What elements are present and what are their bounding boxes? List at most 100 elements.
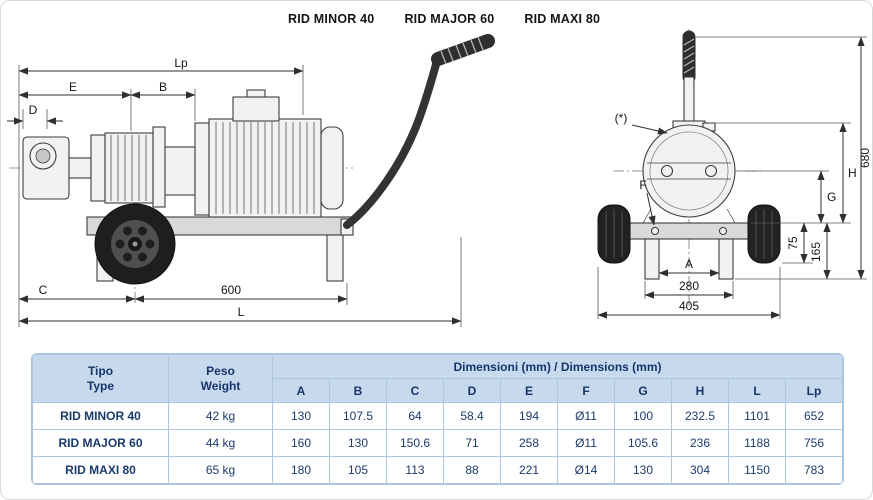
column-header-c: C (386, 378, 444, 403)
cell-weight: 44 kg (168, 429, 273, 457)
callout-f: F (639, 178, 656, 226)
column-header-l: L (728, 378, 786, 403)
cell-lp: 783 (785, 456, 843, 484)
column-header-type: Tipo Type (32, 354, 169, 403)
dim-label-g: G (827, 190, 836, 204)
title-rid-maxi-80: RID MAXI 80 (524, 12, 601, 26)
dim-c: C (18, 283, 136, 303)
dim-label-405: 405 (679, 299, 699, 313)
column-header-e: E (500, 378, 558, 403)
cell-b: 130 (329, 429, 387, 457)
dim-label-d: D (29, 103, 38, 117)
dim-b: B (130, 80, 196, 121)
title-rid-major-60: RID MAJOR 60 (404, 12, 495, 26)
cell-h: 232.5 (671, 402, 729, 430)
column-header-dimensions: Dimensioni (mm) / Dimensions (mm) (272, 354, 843, 379)
front-wheels (597, 204, 781, 264)
pump-technical-drawing: Lp E B D C (7, 29, 872, 327)
label-f: F (639, 178, 646, 192)
gearbox (90, 126, 196, 208)
cell-d: 58.4 (443, 402, 501, 430)
dim-label-c: C (39, 283, 48, 297)
dim-lp: Lp (18, 56, 304, 327)
dim-280: 280 (644, 279, 734, 299)
dim-165: 165 (809, 222, 831, 280)
cell-f: Ø11 (557, 429, 615, 457)
dim-75: 75 (786, 222, 808, 264)
front-handle (682, 30, 696, 124)
cell-b: 105 (329, 456, 387, 484)
cell-g: 100 (614, 402, 672, 430)
dim-600: 600 (134, 283, 348, 305)
dim-a: A (658, 257, 720, 277)
column-header-d: D (443, 378, 501, 403)
cell-c: 150.6 (386, 429, 444, 457)
cell-type: RID MINOR 40 (32, 402, 169, 430)
dim-label-75: 75 (786, 236, 800, 250)
pump-body-front (642, 120, 736, 224)
cell-e: 194 (500, 402, 558, 430)
cell-f: Ø11 (557, 402, 615, 430)
cell-l: 1188 (728, 429, 786, 457)
cell-e: 221 (500, 456, 558, 484)
dim-label-b: B (159, 80, 167, 94)
dim-label-l: L (238, 305, 245, 319)
motor (194, 89, 344, 218)
drawing-titles: RID MINOR 40 RID MAJOR 60 RID MAXI 80 (288, 12, 600, 26)
cell-lp: 652 (785, 402, 843, 430)
cell-l: 1150 (728, 456, 786, 484)
header-type: Type (86, 378, 115, 393)
header-peso: Peso (206, 363, 235, 378)
cell-h: 304 (671, 456, 729, 484)
handle-grip (431, 34, 495, 66)
dim-h: H (839, 122, 857, 224)
table-row-rid-major-60: RID MAJOR 60 44 kg 160 130 150.6 71 258 … (32, 429, 843, 457)
dim-label-lp: Lp (174, 56, 188, 70)
dim-label-h: H (848, 166, 857, 180)
column-header-f: F (557, 378, 615, 403)
dim-680: 680 (857, 36, 872, 280)
cell-d: 71 (443, 429, 501, 457)
dim-label-680: 680 (858, 148, 872, 168)
callout-star: (*) (615, 111, 668, 135)
dim-d: D (7, 103, 63, 129)
dim-label-a: A (685, 257, 693, 271)
column-header-h: H (671, 378, 729, 403)
dim-g: G (817, 170, 836, 224)
cell-lp: 756 (785, 429, 843, 457)
bolt-hole-f (650, 226, 660, 236)
handle (340, 34, 495, 236)
cell-a: 130 (272, 402, 330, 430)
table-row-rid-maxi-80: RID MAXI 80 65 kg 180 105 113 88 221 Ø14… (32, 456, 843, 484)
column-header-b: B (329, 378, 387, 403)
cell-d: 88 (443, 456, 501, 484)
column-header-weight: Peso Weight (168, 354, 273, 403)
cell-l: 1101 (728, 402, 786, 430)
cell-h: 236 (671, 429, 729, 457)
cell-c: 113 (386, 456, 444, 484)
dim-label-600: 600 (221, 283, 241, 297)
cell-weight: 42 kg (168, 402, 273, 430)
cell-b: 107.5 (329, 402, 387, 430)
header-weight: Weight (200, 378, 241, 393)
cell-c: 64 (386, 402, 444, 430)
terminal-box (232, 96, 280, 122)
header-tipo: Tipo (87, 363, 114, 378)
table-row-rid-minor-40: RID MINOR 40 42 kg 130 107.5 64 58.4 194… (32, 402, 843, 430)
dim-label-280: 280 (679, 279, 699, 293)
cell-f: Ø14 (557, 456, 615, 484)
cell-e: 258 (500, 429, 558, 457)
front-view: (*) F A 280 405 (597, 29, 872, 319)
label-star: (*) (615, 111, 628, 125)
cell-g: 130 (614, 456, 672, 484)
cell-g: 105.6 (614, 429, 672, 457)
dim-405: 405 (597, 267, 781, 319)
column-header-a: A (272, 378, 330, 403)
fan-cover (320, 126, 344, 210)
dim-label-165: 165 (809, 242, 823, 262)
front-base (626, 222, 752, 280)
column-header-lp: Lp (785, 378, 843, 403)
side-view: Lp E B D C (7, 34, 495, 327)
title-rid-minor-40: RID MINOR 40 (288, 12, 375, 26)
pump-head (22, 136, 92, 200)
